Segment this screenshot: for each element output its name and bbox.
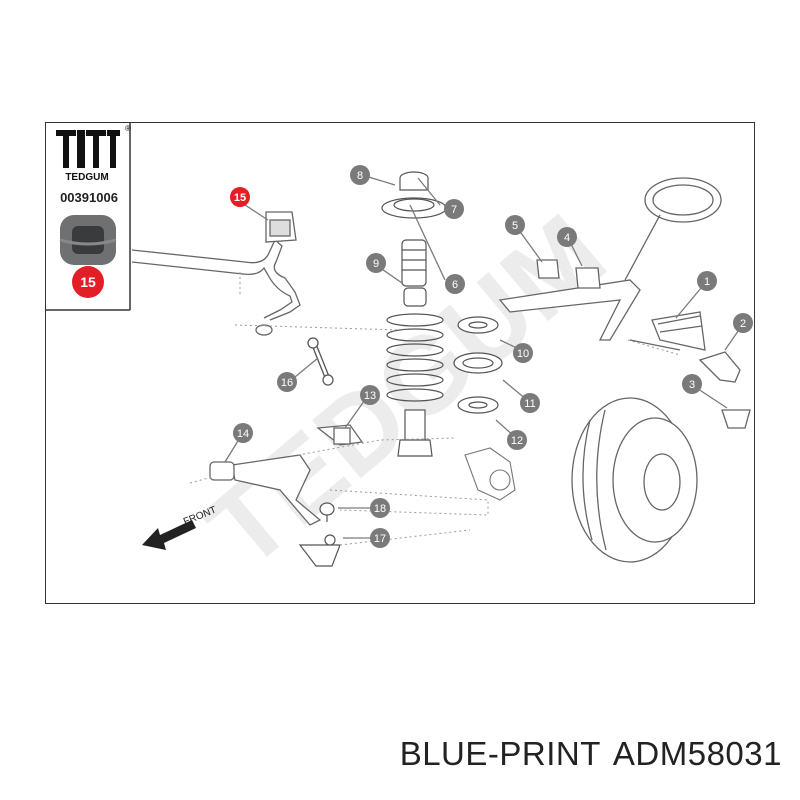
callout-8: 8 <box>350 165 370 185</box>
callout-4: 4 <box>557 227 577 247</box>
svg-text:7: 7 <box>451 204 457 216</box>
callout-6: 6 <box>445 274 465 294</box>
svg-text:1: 1 <box>704 276 710 288</box>
callout-16: 16 <box>277 372 297 392</box>
highlight-part-badge: 15 <box>80 274 96 290</box>
callout-11: 11 <box>520 393 540 413</box>
strut-rings <box>453 316 503 414</box>
svg-text:6: 6 <box>452 279 458 291</box>
footer-part-number: ADM58031 <box>612 735 782 772</box>
stabilizer-link <box>307 337 334 386</box>
svg-text:2: 2 <box>740 318 746 330</box>
callout-13: 13 <box>360 385 380 405</box>
callout-7: 7 <box>444 199 464 219</box>
strut-assembly <box>381 171 447 457</box>
svg-text:3: 3 <box>689 379 695 391</box>
diagram-frame <box>45 122 755 604</box>
front-arrow: FRONT <box>142 505 218 550</box>
svg-text:14: 14 <box>237 428 249 440</box>
callout-10: 10 <box>513 343 533 363</box>
ball-joints <box>298 502 341 567</box>
footer-brand: BLUE-PRINT <box>399 735 601 772</box>
callout-17: 17 <box>370 528 390 548</box>
steering-rack <box>498 177 751 429</box>
steering-knuckle <box>464 447 516 501</box>
lower-control-arm <box>209 424 364 526</box>
tedgum-logo: ® TEDGUM <box>56 124 131 183</box>
svg-text:12: 12 <box>511 435 523 447</box>
svg-text:4: 4 <box>564 232 570 244</box>
svg-text:15: 15 <box>234 192 246 204</box>
callout-3: 3 <box>682 374 702 394</box>
svg-text:8: 8 <box>357 170 363 182</box>
callout-5: 5 <box>505 215 525 235</box>
logo-text: TEDGUM <box>65 172 108 183</box>
bushing-photo <box>59 215 117 265</box>
callouts: 15 8 7 9 6 5 4 1 2 3 10 11 12 13 14 16 1… <box>230 165 753 548</box>
svg-text:18: 18 <box>374 503 386 515</box>
callout-15-diagram: 15 <box>230 187 250 207</box>
logo-reg-mark: ® <box>125 124 131 133</box>
callout-12: 12 <box>507 430 527 450</box>
callout-1: 1 <box>697 271 717 291</box>
callout-9: 9 <box>366 253 386 273</box>
callout-2: 2 <box>733 313 753 333</box>
callout-14: 14 <box>233 423 253 443</box>
svg-text:13: 13 <box>364 390 376 402</box>
svg-text:17: 17 <box>374 533 386 545</box>
svg-text:9: 9 <box>373 258 379 270</box>
part-number: 00391006 <box>60 190 118 205</box>
svg-text:16: 16 <box>281 377 293 389</box>
reference-lines <box>189 272 681 546</box>
svg-text:10: 10 <box>517 348 529 360</box>
stabilizer-bar <box>131 211 301 336</box>
svg-text:11: 11 <box>524 398 535 410</box>
svg-text:5: 5 <box>512 220 518 232</box>
wheel <box>571 397 698 563</box>
footer-caption: BLUE-PRINT ADM58031 <box>0 735 782 773</box>
callout-18: 18 <box>370 498 390 518</box>
part-info-panel: ® TEDGUM 00391006 15 <box>45 122 131 311</box>
